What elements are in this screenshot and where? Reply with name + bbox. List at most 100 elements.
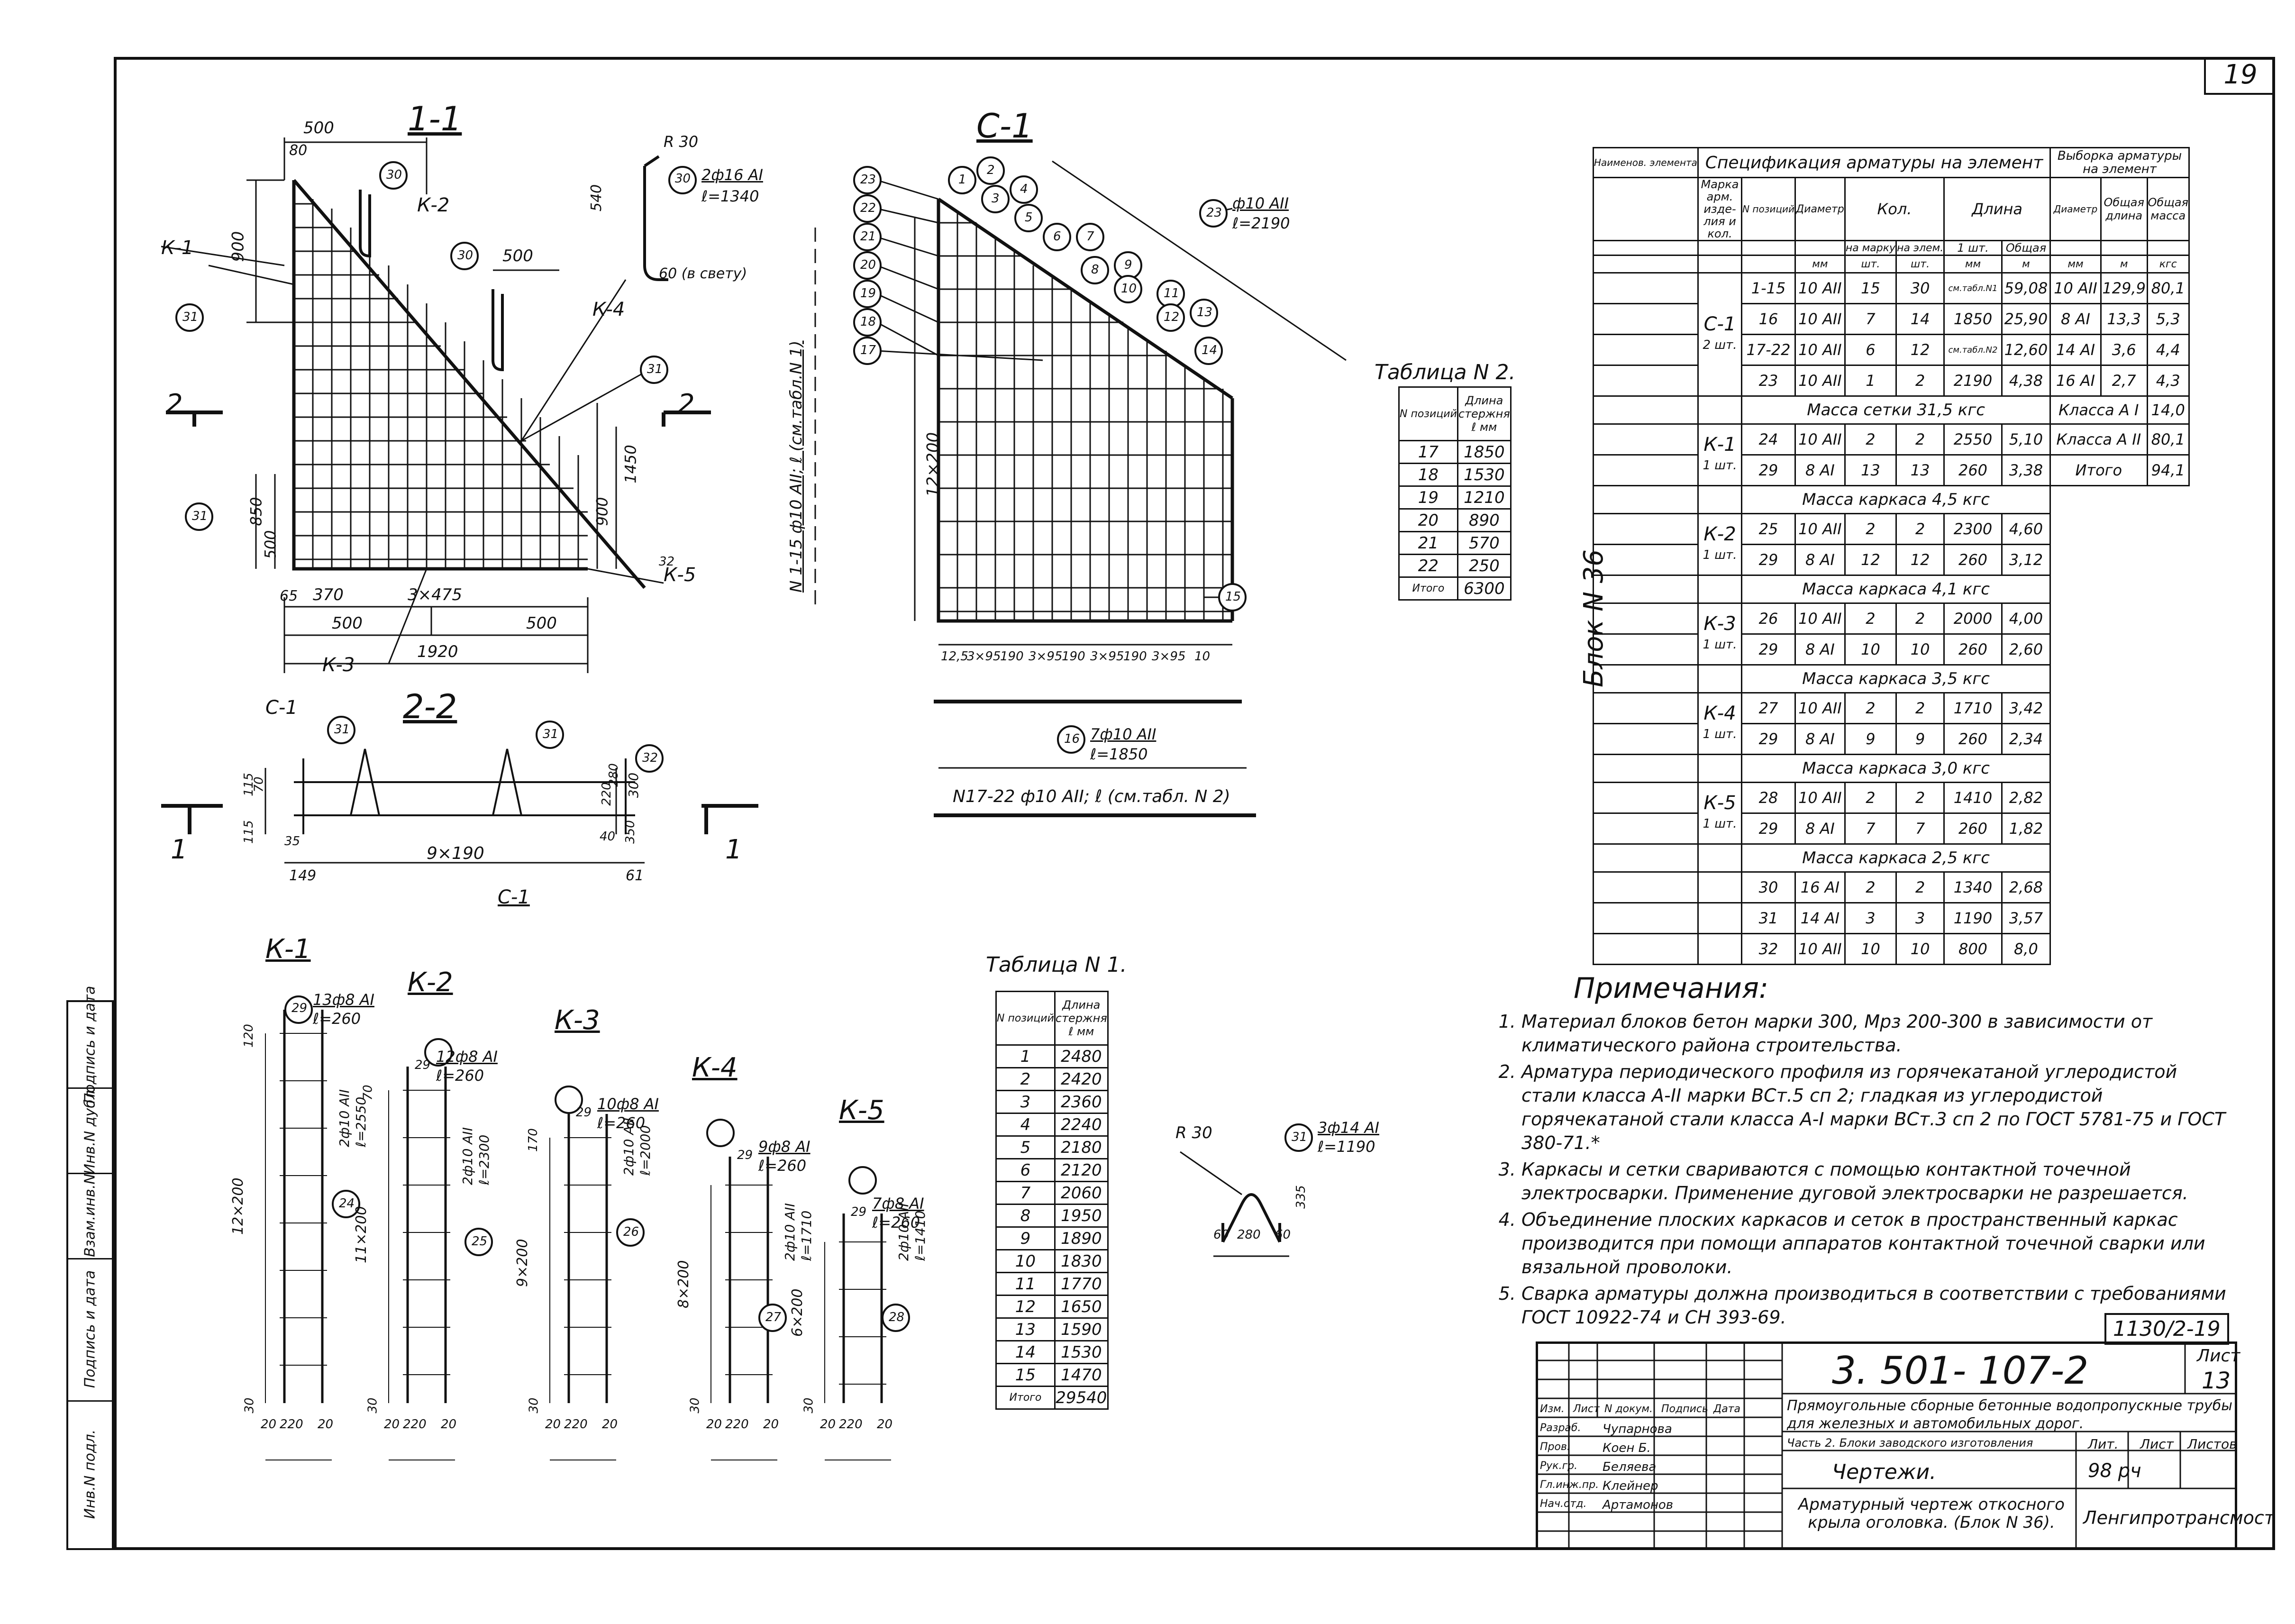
spec-right-cell: 13,3 [2100, 303, 2148, 335]
dim-label: 335 [1293, 1185, 1308, 1209]
spec-col-qty-b: на элем. [1895, 240, 1945, 256]
note-n17-22: N17-22 ф10 АII; ℓ (см.табл. N 2) [953, 787, 1230, 806]
spec-cell: 2 [1844, 782, 1897, 814]
spec-empty [1593, 365, 1699, 397]
dim-label: 70 [252, 776, 266, 793]
spec-cell: 2,60 [2001, 633, 2051, 666]
frame-height: 6×200 [789, 1288, 806, 1337]
spec-cell: 5,10 [2001, 423, 2051, 456]
spec-empty [1593, 454, 1699, 486]
ref-21: 21 [860, 229, 876, 244]
frame-top-len: ℓ=260 [436, 1067, 484, 1085]
frame-top-bars: 7ф8 АI [872, 1195, 924, 1213]
spec-empty [1697, 485, 1743, 514]
spec-unit: м [2001, 255, 2051, 274]
frame-side-len: ℓ=2300 [476, 1134, 492, 1185]
spec-col-rmass: Общая масса [2146, 177, 2190, 241]
note-item: Объединение плоских каркасов и сеток в п… [1521, 1208, 2237, 1279]
col-header: Длина стержня ℓ мм [1054, 991, 1109, 1046]
cell-length: 570 [1457, 531, 1512, 555]
ref-7: 7 [1086, 229, 1094, 244]
spec-cell: 14 АI [1794, 902, 1846, 934]
spec-empty [1593, 664, 1699, 693]
spec-unit: шт. [1895, 255, 1945, 274]
spec-empty [1697, 754, 1743, 783]
ref-22: 22 [860, 201, 876, 215]
cell-position: 21 [1398, 531, 1458, 555]
cell-total: 6300 [1457, 576, 1512, 601]
spec-right-cell: 4,3 [2146, 365, 2190, 397]
spec-empty [1593, 754, 1699, 783]
frame-top-ref: 29 [851, 1205, 867, 1219]
strip-cell: Взам.инв.N [68, 1173, 112, 1259]
section-name: Чертежи. [1832, 1460, 1937, 1484]
ref-19: 19 [860, 286, 876, 301]
spec-empty [1593, 303, 1699, 335]
cell-length: 2240 [1054, 1113, 1109, 1137]
spec-cell: 10 АII [1794, 513, 1846, 545]
spec-cell: 59,08 [2001, 272, 2051, 304]
cell-length: 2360 [1054, 1090, 1109, 1114]
dim-label: 1450 [621, 445, 640, 484]
frame-top-dim: 70 [361, 1085, 375, 1101]
spec-cell: 10 АII [1794, 334, 1846, 366]
spec-cell: 12,60 [2001, 334, 2051, 366]
callout-23-text: ф10 АII [1232, 194, 1289, 212]
spec-mass: Масса каркаса 4,1 кгс [1741, 575, 2051, 604]
frame-label-k3: К-3 [322, 654, 355, 676]
ref-12: 12 [1164, 310, 1180, 324]
section-mark: 1 [725, 834, 742, 865]
spec-cell: 7 [1844, 303, 1897, 335]
spec-cell: 10 АII [1794, 365, 1846, 397]
callout-30-len: ℓ=1340 [701, 187, 759, 205]
left-approval-strip: Подпись и дата Инв.N дубл. Взам.инв.N По… [66, 986, 114, 1550]
spec-cell: 2 [1895, 602, 1945, 635]
dim-label: 190 [1000, 649, 1024, 664]
spec-cell: 2 [1895, 692, 1945, 724]
spec-cell: 2550 [1943, 423, 2003, 456]
spec-unit: шт. [1844, 255, 1897, 274]
person-role: Разраб. [1540, 1422, 1581, 1434]
cell-length: 1770 [1054, 1272, 1109, 1296]
spec-right-cell: 8 АI [2049, 303, 2102, 335]
spec-cell: 12 [1844, 544, 1897, 576]
col-list: Лист [2140, 1436, 2174, 1452]
cell-length: 250 [1457, 554, 1512, 578]
person-role: Пров. [1540, 1441, 1570, 1453]
spec-cell: 2 [1844, 602, 1897, 635]
frame-bottom-dim: 220 [564, 1417, 588, 1432]
hook-callout-text: 3ф14 АI [1318, 1119, 1379, 1137]
dim-label: 500 [526, 614, 557, 633]
note-item: Каркасы и сетки свариваются с помощью ко… [1521, 1158, 2237, 1205]
person-name: Беляева [1603, 1460, 1657, 1474]
spec-cell: 23 [1741, 365, 1796, 397]
frame-bot-dim: 30 [242, 1397, 257, 1414]
frame-side-ref: 28 [889, 1310, 905, 1324]
frame-title: К-3 [555, 1005, 600, 1036]
cell-position: 13 [995, 1317, 1056, 1341]
cell-position: 2 [995, 1067, 1056, 1091]
spec-cell: 2 [1895, 423, 1945, 456]
spec-cell: 10 [1895, 933, 1945, 965]
col-header: N позиций [1398, 386, 1458, 441]
spec-empty [1697, 664, 1743, 693]
spec-col-len-a: 1 шт. [1943, 240, 2003, 256]
spec-mark-count: 2 шт. [1703, 338, 1737, 352]
spec-empty [1697, 843, 1743, 873]
ref-30: 30 [457, 248, 474, 263]
frame-top-bars: 12ф8 АI [436, 1048, 498, 1066]
ref-1: 1 [958, 173, 966, 187]
